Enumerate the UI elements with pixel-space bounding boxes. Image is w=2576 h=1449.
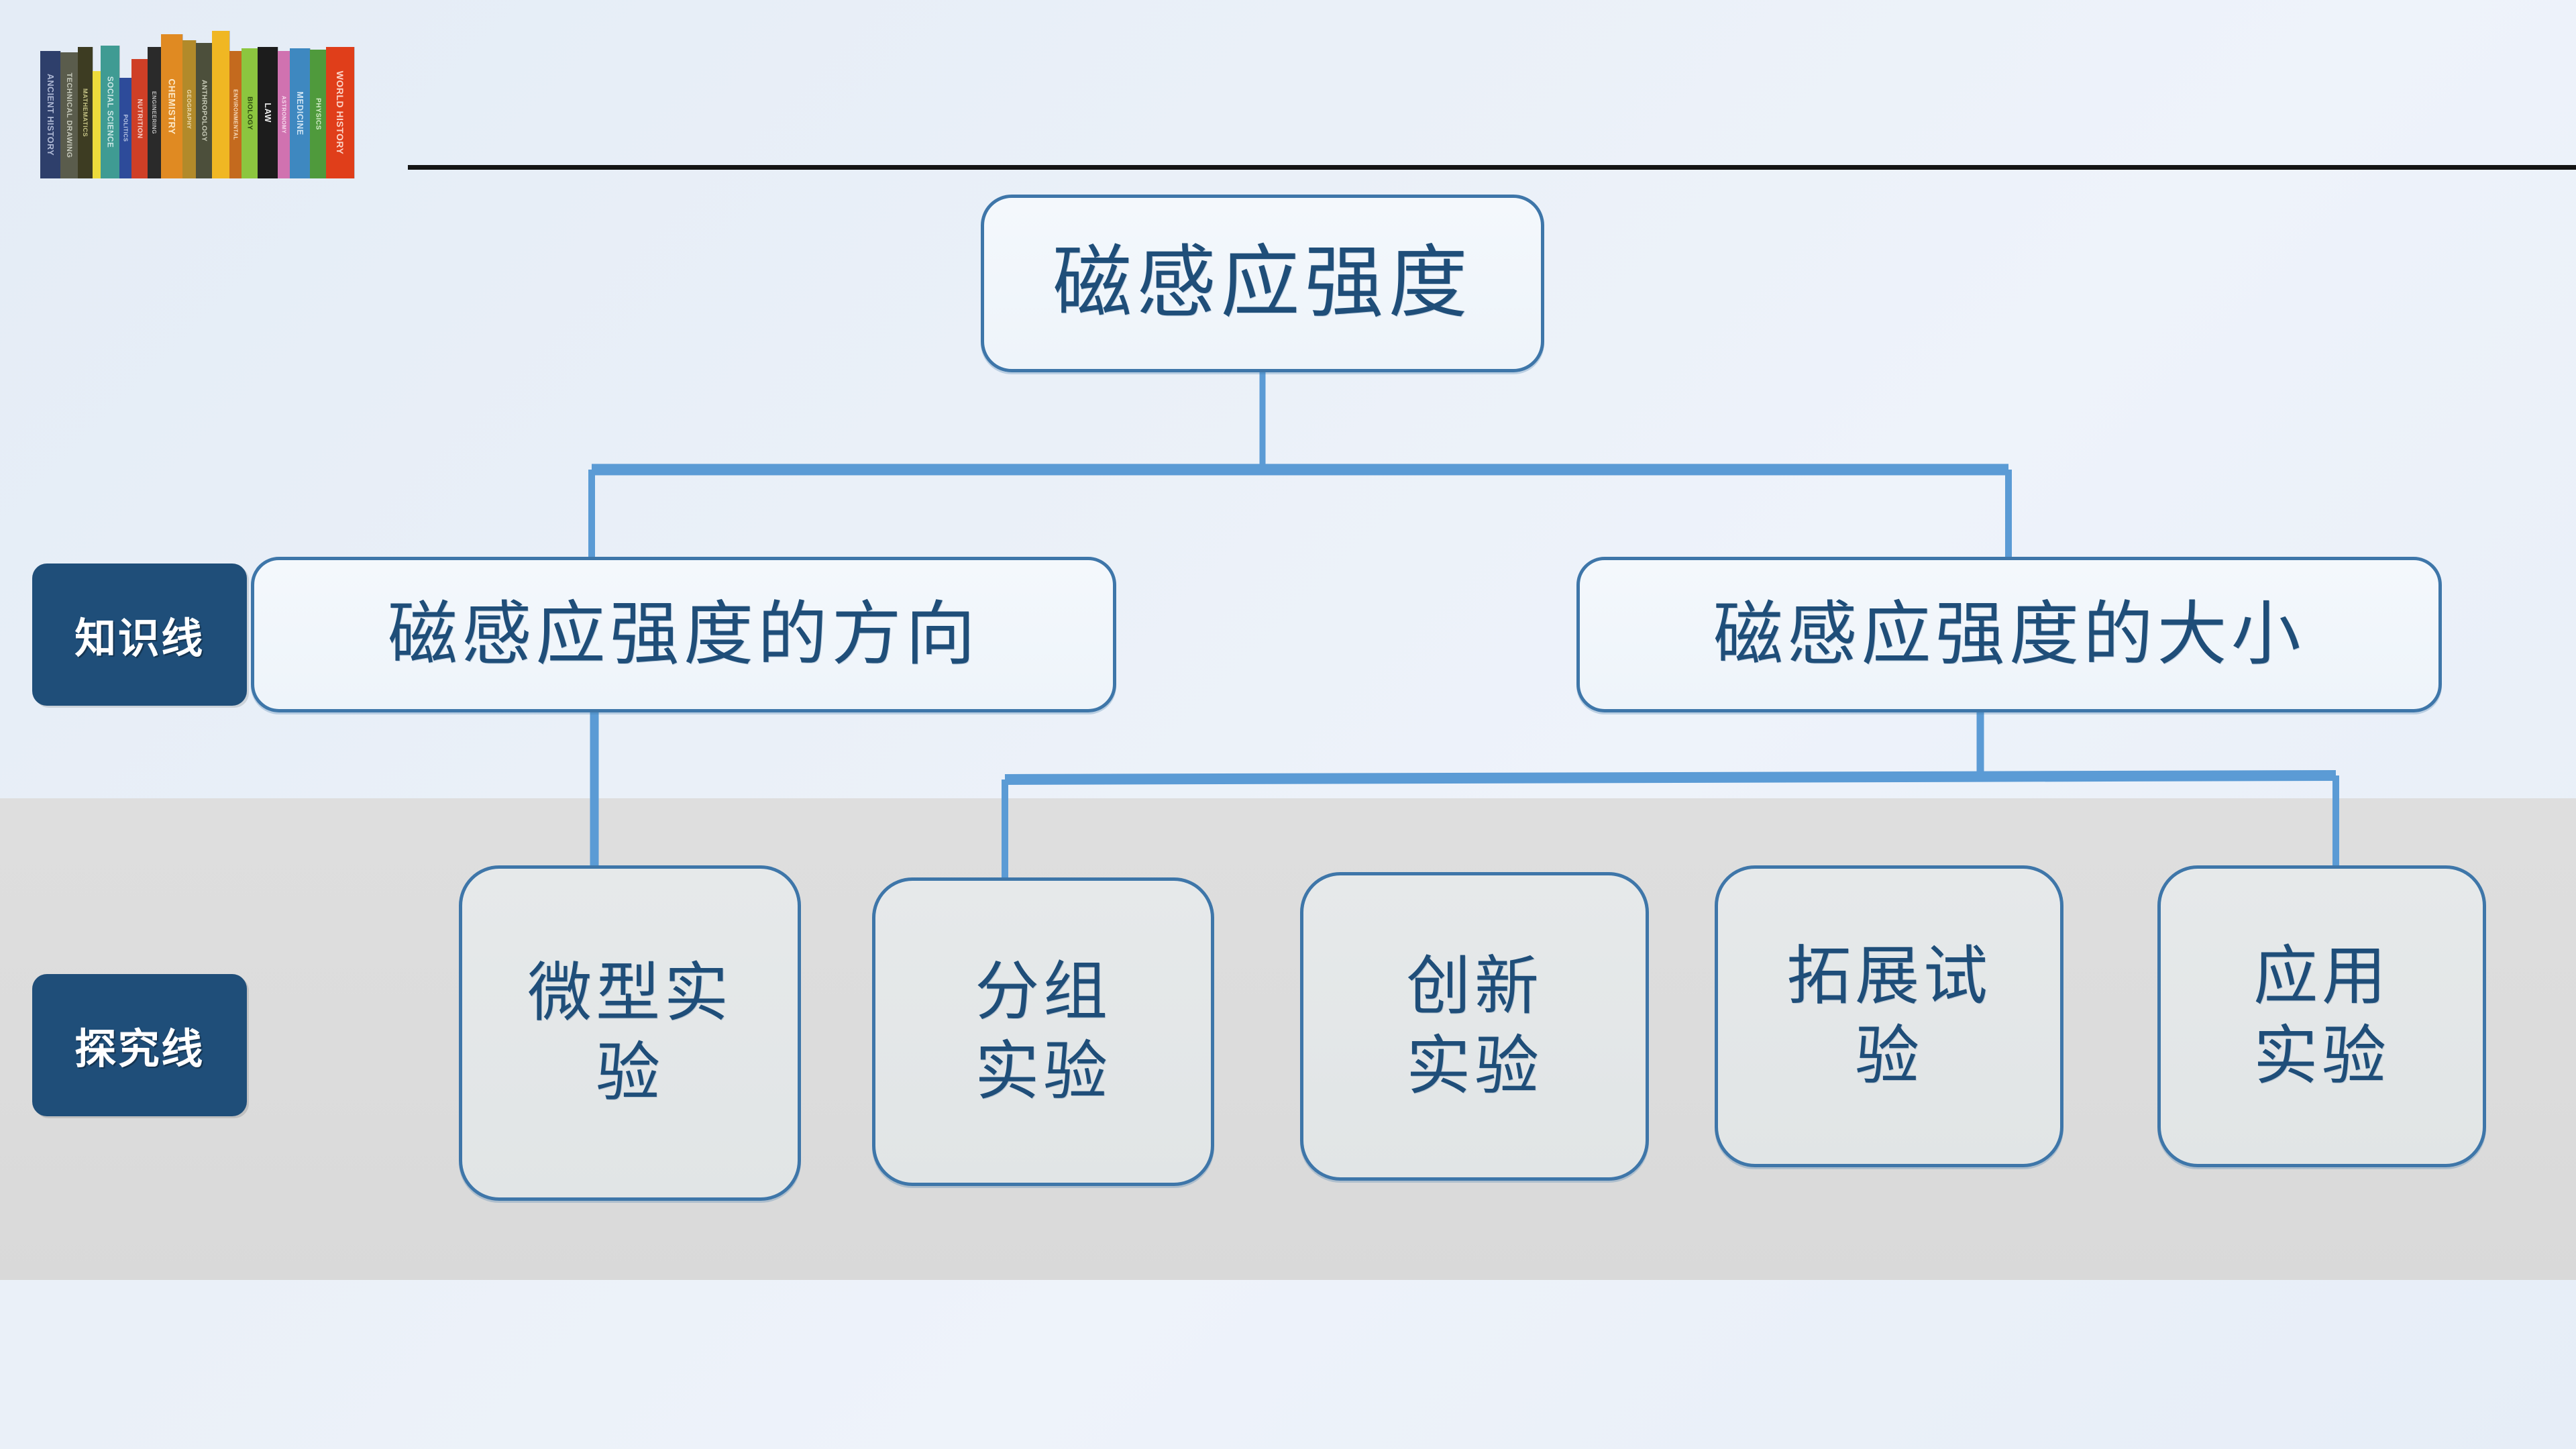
book-spine: Anthropology [196,43,212,178]
book-spine: Mathematics [78,47,93,178]
node-extension-trial-label: 拓展试验 [1786,940,1992,1092]
book-spine [93,71,101,178]
book-spine [212,31,229,178]
book-spine: Engineering [148,47,161,178]
node-group-experiment[interactable]: 分组实验 [872,877,1214,1186]
node-direction-label: 磁感应强度的方向 [388,595,979,674]
book-spine: Social Science [101,46,119,178]
side-label-knowledge-line-text: 知识线 [74,616,205,662]
book-spine: Technical Drawing [60,52,78,178]
node-micro-experiment[interactable]: 微型实验 [459,865,801,1201]
side-label-inquiry-line-text: 探究线 [74,1026,205,1073]
node-application-experiment-label: 应用实验 [2253,940,2390,1092]
node-root[interactable]: 磁感应强度 [981,195,1544,372]
book-spine: Politics [119,78,131,178]
node-root-label: 磁感应强度 [1053,239,1472,328]
node-group-experiment-label: 分组实验 [975,955,1112,1108]
book-spine: Medicine [290,48,310,178]
inquiry-band-background [0,798,2576,1280]
node-application-experiment[interactable]: 应用实验 [2157,865,2486,1167]
node-micro-experiment-label: 微型实验 [527,957,733,1109]
side-label-inquiry-line[interactable]: 探究线 [32,974,247,1116]
book-spine: WORLD HISTORY [326,47,354,178]
node-direction[interactable]: 磁感应强度的方向 [251,557,1116,712]
book-spine: Geography [182,40,196,178]
book-spine: Astronomy [278,51,290,178]
book-spine: Biology [241,48,258,178]
side-label-knowledge-line[interactable]: 知识线 [32,564,247,706]
node-extension-trial[interactable]: 拓展试验 [1715,865,2063,1167]
book-spine: LAW [258,47,278,178]
node-magnitude[interactable]: 磁感应强度的大小 [1576,557,2442,712]
book-spine: Nutrition [131,59,148,178]
books-decoration-image: Ancient HistoryTechnical DrawingMathemat… [40,23,402,178]
header-divider-rule [408,165,2576,170]
node-innovation-experiment[interactable]: 创新实验 [1300,872,1649,1181]
book-spine: PHYSICS [310,50,326,178]
book-spine: Ancient History [40,51,60,178]
node-magnitude-label: 磁感应强度的大小 [1713,595,2305,674]
book-spine: Chemistry [161,34,182,178]
node-innovation-experiment-label: 创新实验 [1406,950,1543,1102]
book-spine: Environmental [229,51,241,178]
